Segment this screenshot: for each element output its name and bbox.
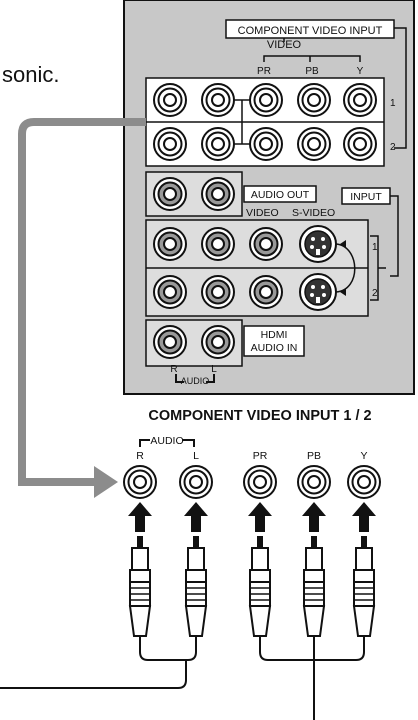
panel-r-label: R — [170, 364, 177, 375]
panel-l-label: L — [211, 364, 217, 375]
plug-pb — [303, 535, 325, 637]
brand-text-fragment: sonic. — [2, 62, 59, 87]
input-2-audio-r-jack[interactable] — [153, 275, 187, 309]
audio-out-label-box — [243, 185, 317, 203]
s-video-label: S-VIDEO — [292, 207, 335, 219]
lower-r-jack[interactable] — [123, 465, 157, 499]
lower-l-jack[interactable] — [179, 465, 213, 499]
insert-arrows — [128, 502, 376, 532]
pb-label: PB — [305, 66, 319, 77]
input-1-video-jack[interactable] — [249, 227, 283, 261]
panel-audio-label: AUDIO — [181, 376, 210, 386]
up-arrow-icon — [128, 502, 152, 532]
routing-arrow — [18, 118, 146, 486]
component-2-y-jack[interactable] — [343, 127, 377, 161]
hdmi-label-line-1: HDMI — [261, 329, 288, 341]
input-2-video-jack[interactable] — [249, 275, 283, 309]
lower-label-l: L — [193, 450, 199, 462]
lower-y-jack[interactable] — [347, 465, 381, 499]
audio-out-l-jack[interactable] — [201, 177, 235, 211]
input-row-2-number: 2 — [372, 288, 378, 299]
lower-label-pr: PR — [253, 450, 268, 462]
component-1-audio-r-jack[interactable] — [153, 83, 187, 117]
component-2-pb-jack[interactable] — [297, 127, 331, 161]
component-row-2-number: 2 — [390, 142, 396, 153]
plug-audio-r — [129, 535, 151, 637]
up-arrow-icon — [352, 502, 376, 532]
input-1-s-video-jack[interactable] — [299, 225, 337, 263]
plug-y — [353, 535, 375, 637]
routing-arrowhead — [94, 466, 118, 498]
plug-audio-l — [185, 535, 207, 637]
component-video-input-title: COMPONENT VIDEO INPUT — [238, 25, 383, 37]
video-label: VIDEO — [267, 39, 302, 51]
lower-label-pb: PB — [307, 450, 321, 462]
component-video-input-box — [225, 19, 395, 39]
component-1-y-jack[interactable] — [343, 83, 377, 117]
lower-title: COMPONENT VIDEO INPUT 1 / 2 — [148, 408, 371, 424]
hdmi-audio-in-r-jack[interactable] — [153, 325, 187, 359]
plug-pr — [249, 535, 271, 637]
component-1-pr-jack[interactable] — [249, 83, 283, 117]
lower-pb-jack[interactable] — [297, 465, 331, 499]
cables — [0, 636, 365, 720]
hdmi-label-line-2: AUDIO IN — [251, 342, 298, 354]
hdmi-audio-in-label-box — [243, 325, 305, 357]
input-2-audio-l-jack[interactable] — [201, 275, 235, 309]
input-1-audio-l-jack[interactable] — [201, 227, 235, 261]
lower-label-y: Y — [360, 450, 367, 462]
up-arrow-icon — [248, 502, 272, 532]
input-label: INPUT — [350, 191, 382, 203]
audio-out-label: AUDIO OUT — [251, 189, 310, 201]
component-2-audio-r-jack[interactable] — [153, 127, 187, 161]
up-arrow-icon — [184, 502, 208, 532]
component-1-audio-l-jack[interactable] — [201, 83, 235, 117]
lower-label-r: R — [136, 450, 144, 462]
component-2-audio-l-jack[interactable] — [201, 127, 235, 161]
audio-out-r-jack[interactable] — [153, 177, 187, 211]
input-1-audio-r-jack[interactable] — [153, 227, 187, 261]
hdmi-audio-in-l-jack[interactable] — [201, 325, 235, 359]
input-row-1-number: 1 — [372, 242, 378, 253]
lower-pr-jack[interactable] — [243, 465, 277, 499]
component-2-pr-jack[interactable] — [249, 127, 283, 161]
y-label: Y — [357, 66, 364, 77]
video-input-label: VIDEO — [246, 207, 279, 219]
input-2-s-video-jack[interactable] — [299, 273, 337, 311]
component-row-1-number: 1 — [390, 98, 396, 109]
up-arrow-icon — [302, 502, 326, 532]
pr-label: PR — [257, 66, 271, 77]
lower-audio-label: AUDIO — [150, 435, 183, 447]
component-1-pb-jack[interactable] — [297, 83, 331, 117]
